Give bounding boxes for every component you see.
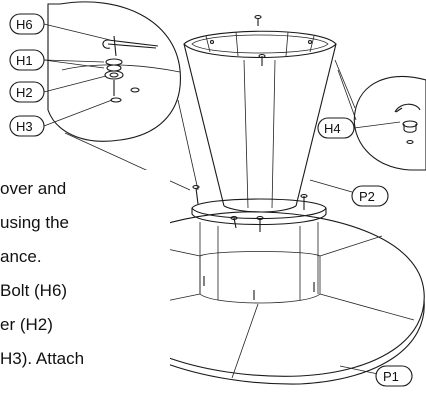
callout-p2: P2 [309, 179, 389, 207]
callout-h2: H2 [9, 75, 107, 103]
detail-bubble-right [334, 59, 426, 171]
column-p2-drawing [183, 14, 337, 213]
callout-h3-label: H3 [16, 119, 33, 134]
mounting-plate-drawing [191, 184, 327, 300]
callout-h1-label: H1 [16, 53, 33, 68]
callout-h2-label: H2 [16, 85, 33, 100]
callout-h6: H6 [9, 13, 111, 41]
callout-h1: H1 [9, 49, 105, 71]
callout-h3: H3 [9, 99, 113, 137]
instruction-line-1: over and [0, 179, 66, 198]
instruction-line-2: using the [0, 213, 69, 232]
bolt-h6-drawing [102, 35, 159, 57]
callout-h4: H4 [317, 117, 401, 139]
instruction-line-6: H3). Attach [0, 349, 84, 368]
instruction-line-3: ance. [0, 247, 42, 266]
instruction-line-4: Bolt (H6) [0, 281, 67, 300]
callout-p1-label: P1 [383, 369, 399, 384]
callout-h4-label: H4 [324, 121, 341, 136]
callout-p2-label: P2 [359, 189, 375, 204]
callout-h6-label: H6 [16, 17, 33, 32]
washer-stack-drawing [104, 58, 140, 103]
instruction-text: over and using the ance. Bolt (H6) er (H… [0, 170, 170, 397]
callout-p1: P1 [339, 365, 413, 387]
instruction-line-5: er (H2) [0, 315, 53, 334]
